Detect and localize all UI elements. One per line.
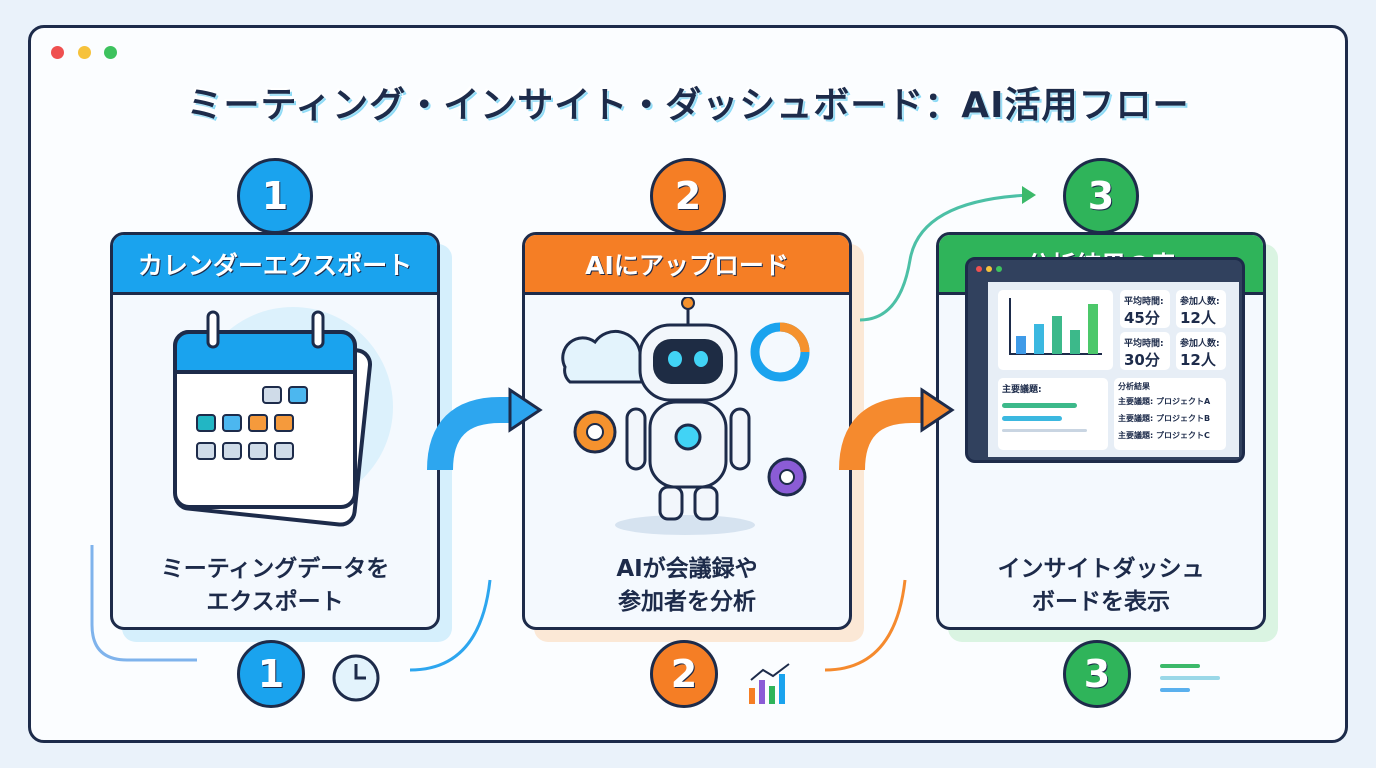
step-description: インサイトダッシュ	[997, 556, 1205, 582]
step-number-badge: 3	[1063, 158, 1139, 234]
result-item: 主要議題: プロジェクトC	[1118, 431, 1210, 440]
results-label: 分析結果	[1118, 382, 1150, 391]
stat-value: 12人	[1180, 351, 1216, 369]
stat-value: 30分	[1124, 351, 1160, 369]
step-description: AIが会議録や	[616, 556, 758, 582]
step-number-badge: 2	[650, 158, 726, 234]
step-description: ボードを表示	[1032, 589, 1170, 615]
step-card-2: AIにアップロード AIが会議録や参加者を分析	[522, 232, 852, 630]
step-header: カレンダーエクスポート	[113, 235, 437, 295]
dashboard-icon: 平均時間: 45分 参加人数: 12人 平均時間: 30分 参加人数: 12人 主要議題…	[965, 257, 1245, 463]
clock-icon	[332, 654, 380, 702]
window-minimize-dot	[78, 46, 91, 59]
stat-label: 参加人数:	[1180, 339, 1220, 349]
window-close-dot	[51, 46, 64, 59]
step-description: ミーティングデータを	[160, 556, 390, 582]
step-header: AIにアップロード	[525, 235, 849, 295]
result-item: 主要議題: プロジェクトA	[1118, 397, 1211, 406]
arrow-right-icon	[427, 397, 520, 471]
step-number-badge: 1	[237, 158, 313, 234]
stat-label: 参加人数:	[1180, 297, 1220, 307]
arrow-right-icon	[839, 397, 932, 471]
calendar-icon	[173, 307, 393, 527]
stat-value: 45分	[1124, 309, 1160, 327]
result-item: 主要議題: プロジェクトB	[1118, 414, 1211, 423]
window-maximize-dot	[104, 46, 117, 59]
step-number-badge-bottom: 1	[237, 640, 305, 708]
stat-value: 12人	[1180, 309, 1216, 327]
robot-icon	[561, 297, 810, 535]
stat-label: 平均時間:	[1124, 339, 1164, 349]
stat-label: 平均時間:	[1124, 297, 1164, 307]
list-lines-icon	[1160, 664, 1220, 692]
page-title: ミーティング・インサイト・ダッシュボード：AI活用フロー	[186, 85, 1190, 126]
step-description: 参加者を分析	[618, 589, 756, 615]
topics-label: 主要議題:	[1002, 385, 1042, 395]
step-number-badge-bottom: 2	[650, 640, 718, 708]
bar-chart	[998, 290, 1113, 370]
step-number-badge-bottom: 3	[1063, 640, 1131, 708]
step-description: エクスポート	[206, 589, 344, 615]
step-card-3: 分析結果の表 平均時間:45分 参加人数:12人 平均時間:30分 参加人数:1…	[936, 232, 1266, 630]
bar-chart-icon	[749, 663, 790, 704]
